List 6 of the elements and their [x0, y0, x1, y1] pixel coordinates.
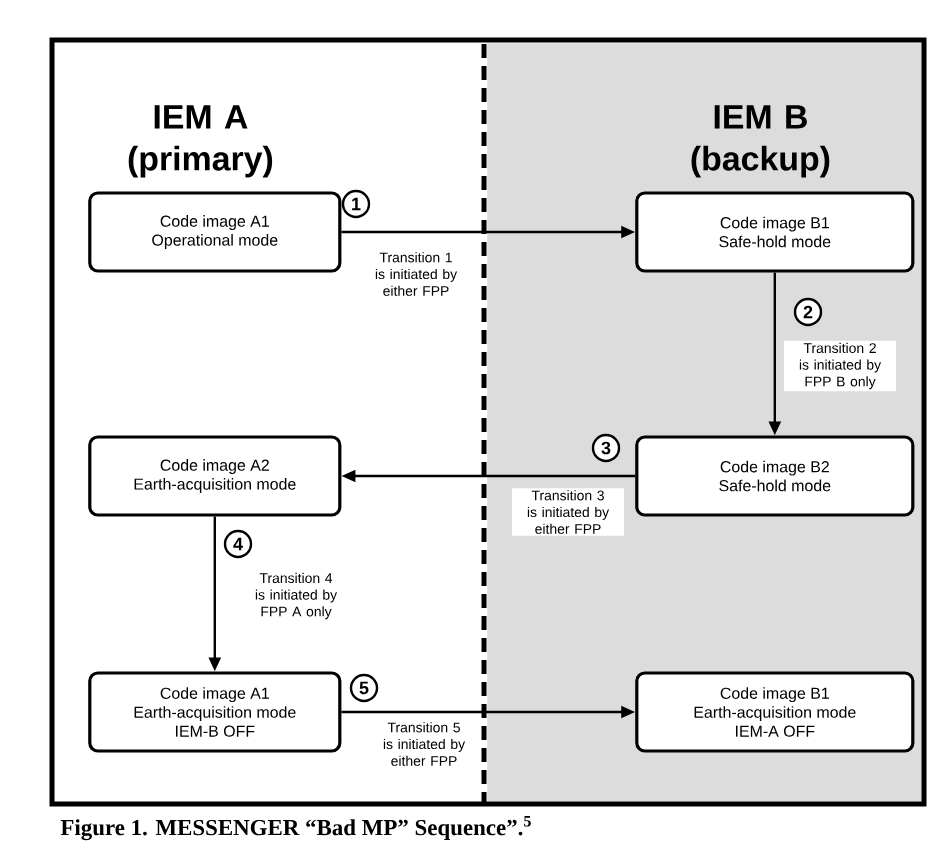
callout-number: 5 — [349, 673, 379, 703]
callout-number: 4 — [223, 529, 253, 559]
caption: Figure 1. MESSENGER “Bad MP” Sequence”.$^{5}$ — [60, 815, 531, 841]
callout-number: 2 — [793, 297, 823, 327]
callout-number: 1 — [341, 189, 371, 219]
callout-number: 3 — [591, 433, 621, 463]
